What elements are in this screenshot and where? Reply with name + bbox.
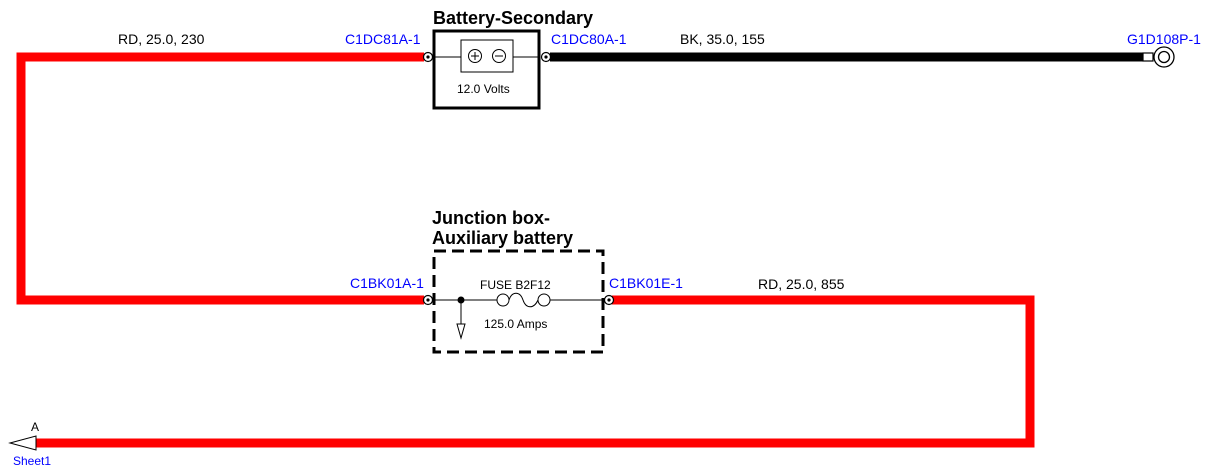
connector-terminal-c1dc81a[interactable]: [422, 51, 434, 63]
connector-label-c1bk01a[interactable]: C1BK01A-1: [350, 275, 424, 291]
red-wire-230[interactable]: [16, 52, 424, 305]
wire-label-rd-855: RD, 25.0, 855: [758, 276, 845, 292]
connector-label-c1dc81a[interactable]: C1DC81A-1: [345, 31, 421, 47]
junction-box-title-line1: Junction box-: [432, 208, 550, 228]
offsheet-sheet-link[interactable]: Sheet1: [13, 454, 51, 468]
fuse-rating: 125.0 Amps: [484, 317, 547, 331]
fuse-icon[interactable]: [496, 292, 551, 308]
wire-label-rd-230: RD, 25.0, 230: [118, 31, 205, 47]
junction-box-title-line2: Auxiliary battery: [432, 228, 573, 248]
ring-terminal-icon[interactable]: [1142, 46, 1175, 68]
wire-label-bk-155: BK, 35.0, 155: [680, 31, 765, 47]
offsheet-arrow-icon[interactable]: [8, 435, 37, 451]
battery-voltage: 12.0 Volts: [457, 82, 510, 96]
fuse-name: FUSE B2F12: [480, 278, 551, 292]
connector-terminal-c1bk01a[interactable]: [422, 294, 434, 306]
ground-arrow-icon: [456, 323, 466, 340]
battery-box[interactable]: [432, 29, 541, 110]
battery-title: Battery-Secondary: [433, 8, 593, 28]
connector-label-c1bk01e[interactable]: C1BK01E-1: [609, 275, 683, 291]
offsheet-letter: A: [31, 420, 39, 434]
battery-symbol: [434, 39, 539, 73]
red-wire-855[interactable]: [36, 295, 1035, 448]
connector-label-g1d108p[interactable]: G1D108P-1: [1127, 31, 1201, 47]
connector-terminal-c1bk01e[interactable]: [603, 294, 615, 306]
junction-box[interactable]: [432, 249, 605, 354]
fuse-circuit: [432, 296, 604, 340]
connector-label-c1dc80a[interactable]: C1DC80A-1: [551, 31, 627, 47]
connector-terminal-c1dc80a[interactable]: [540, 51, 552, 63]
